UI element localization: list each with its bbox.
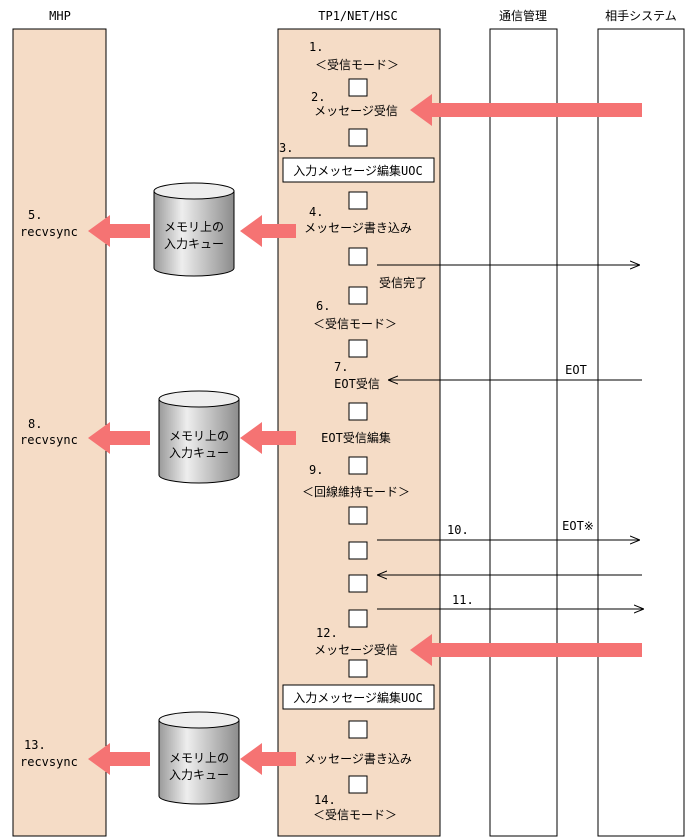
uoc-box-1: [282, 157, 435, 183]
step4-label: メッセージ書き込み: [304, 221, 412, 235]
process-box: [348, 541, 368, 560]
recvsync-arrow-3: [88, 743, 150, 775]
eot-label: EOT: [565, 363, 587, 377]
remote-header: 相手システム: [605, 9, 677, 23]
step13-label: recvsync: [20, 755, 78, 769]
process-box: [348, 720, 368, 739]
process-box: [348, 402, 368, 421]
step6-number: 6.: [316, 299, 330, 313]
receive-arrow-1: [410, 94, 642, 126]
step10-number: 10.: [447, 523, 469, 537]
process-box: [348, 247, 368, 266]
step8-label: recvsync: [20, 433, 78, 447]
eot-star-label: EOT※: [562, 519, 594, 533]
queue-cylinder-3: メモリ上の 入力キュー: [158, 711, 240, 805]
step9-number: 9.: [309, 463, 323, 477]
mhp-header: MHP: [49, 9, 71, 23]
step2-number: 2.: [311, 90, 325, 104]
tp1-header: TP1/NET/HSC: [318, 9, 397, 23]
step3-number: 3.: [279, 141, 293, 155]
mhp-column: [12, 28, 107, 837]
step13-number: 13.: [24, 738, 46, 752]
step2-label: メッセージ受信: [314, 104, 398, 118]
process-box: [348, 286, 368, 305]
process-box: [348, 659, 368, 678]
process-box: [348, 775, 368, 794]
receive-arrow-2: [410, 634, 642, 666]
step6-label: ＜受信モード＞: [313, 317, 397, 331]
recvsync-arrow-1: [88, 215, 150, 247]
step5-label: recvsync: [20, 225, 78, 239]
write-arrow-1: [240, 215, 296, 247]
queue-label-line2: 入力キュー: [169, 768, 229, 782]
step7-label: EOT受信: [334, 377, 380, 391]
process-box: [348, 456, 368, 475]
recvsync-arrow-2: [88, 422, 150, 454]
process-box: [348, 574, 368, 593]
step1-number: 1.: [309, 40, 323, 54]
thin-arrows: [377, 265, 644, 609]
queue-cylinder-1: メモリ上の 入力キュー: [153, 182, 235, 277]
step4-number: 4.: [309, 205, 323, 219]
process-box: [348, 339, 368, 358]
process-box: [348, 128, 368, 147]
process-box: [348, 506, 368, 525]
thick-arrows: [88, 94, 642, 775]
queue-label-line1: メモリ上の: [169, 751, 229, 765]
uoc-box-2-label: 入力メッセージ編集UOC: [293, 690, 422, 705]
process-box: [348, 609, 368, 628]
process-boxes: [348, 78, 368, 794]
write-arrow-3: [240, 743, 296, 775]
queue-label-line2: 入力キュー: [169, 446, 229, 460]
step9-label: ＜回線維持モード＞: [302, 484, 410, 499]
step14-number: 14.: [314, 793, 336, 807]
comm-header: 通信管理: [499, 8, 547, 23]
uoc-box-1-label: 入力メッセージ編集UOC: [293, 163, 422, 178]
write-arrow-2: [240, 422, 296, 454]
step8-number: 8.: [28, 417, 42, 431]
step12-number: 12.: [316, 626, 338, 640]
queue-label-line1: メモリ上の: [169, 429, 229, 443]
comm-column: [489, 28, 558, 837]
uoc-box-2: [282, 684, 435, 710]
step13-write-label: メッセージ書き込み: [304, 752, 412, 766]
recv-done-label: 受信完了: [379, 275, 427, 290]
process-box: [348, 78, 368, 97]
eot-edit-label: EOT受信編集: [321, 430, 391, 445]
step14-label: ＜受信モード＞: [313, 808, 397, 822]
step11-number: 11.: [452, 593, 474, 607]
step1-label: ＜受信モード＞: [315, 58, 399, 72]
queue-label-line2: 入力キュー: [164, 237, 224, 251]
queue-label-line1: メモリ上の: [164, 220, 224, 234]
process-box: [348, 191, 368, 210]
step5-number: 5.: [28, 208, 42, 222]
remote-column: [597, 28, 685, 837]
step12-label: メッセージ受信: [314, 643, 398, 657]
queue-cylinder-2: メモリ上の 入力キュー: [158, 390, 240, 484]
step7-number: 7.: [334, 360, 348, 374]
